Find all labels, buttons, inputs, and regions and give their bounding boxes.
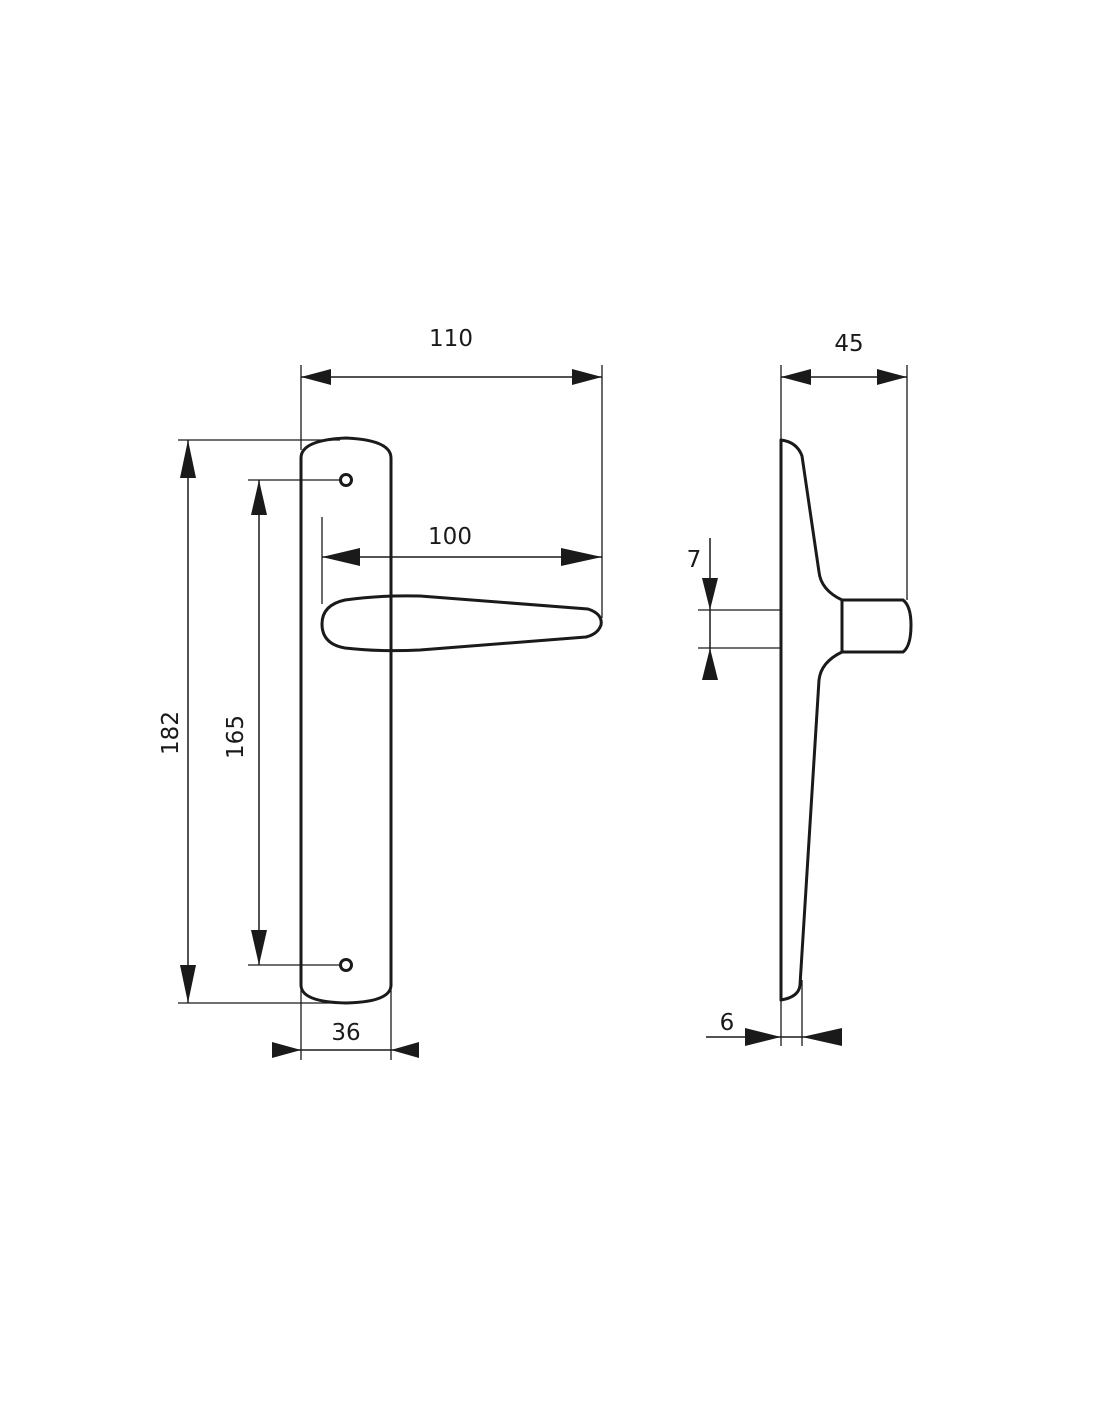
top-screw-hole [339,473,353,487]
side-view [779,438,913,1002]
dim-projection: 45 [780,331,908,600]
label-7: 7 [687,547,702,573]
dim-lever-length: 100 [321,517,602,604]
label-45: 45 [834,331,863,357]
lever-handle [320,594,603,653]
dim-plate-thickness: 6 [706,980,842,1046]
bottom-screw-hole [339,958,353,972]
label-165: 165 [223,715,249,759]
dim-plate-height: 182 [158,439,340,1004]
front-view [299,436,603,1005]
label-6: 6 [720,1010,735,1036]
backplate-outline [299,436,393,1005]
dim-spindle: 7 [687,538,781,680]
side-profile-outline [779,438,844,1002]
lever-neck-side [840,598,913,654]
label-182: 182 [158,711,184,755]
dimension-annotations: 110 100 182 165 [158,326,908,1060]
label-36: 36 [331,1020,360,1046]
dim-plate-width: 36 [272,990,419,1060]
dim-overall-length: 110 [300,326,603,618]
label-110: 110 [429,326,473,352]
label-100: 100 [428,524,472,550]
dim-hole-spacing: 165 [223,479,340,966]
